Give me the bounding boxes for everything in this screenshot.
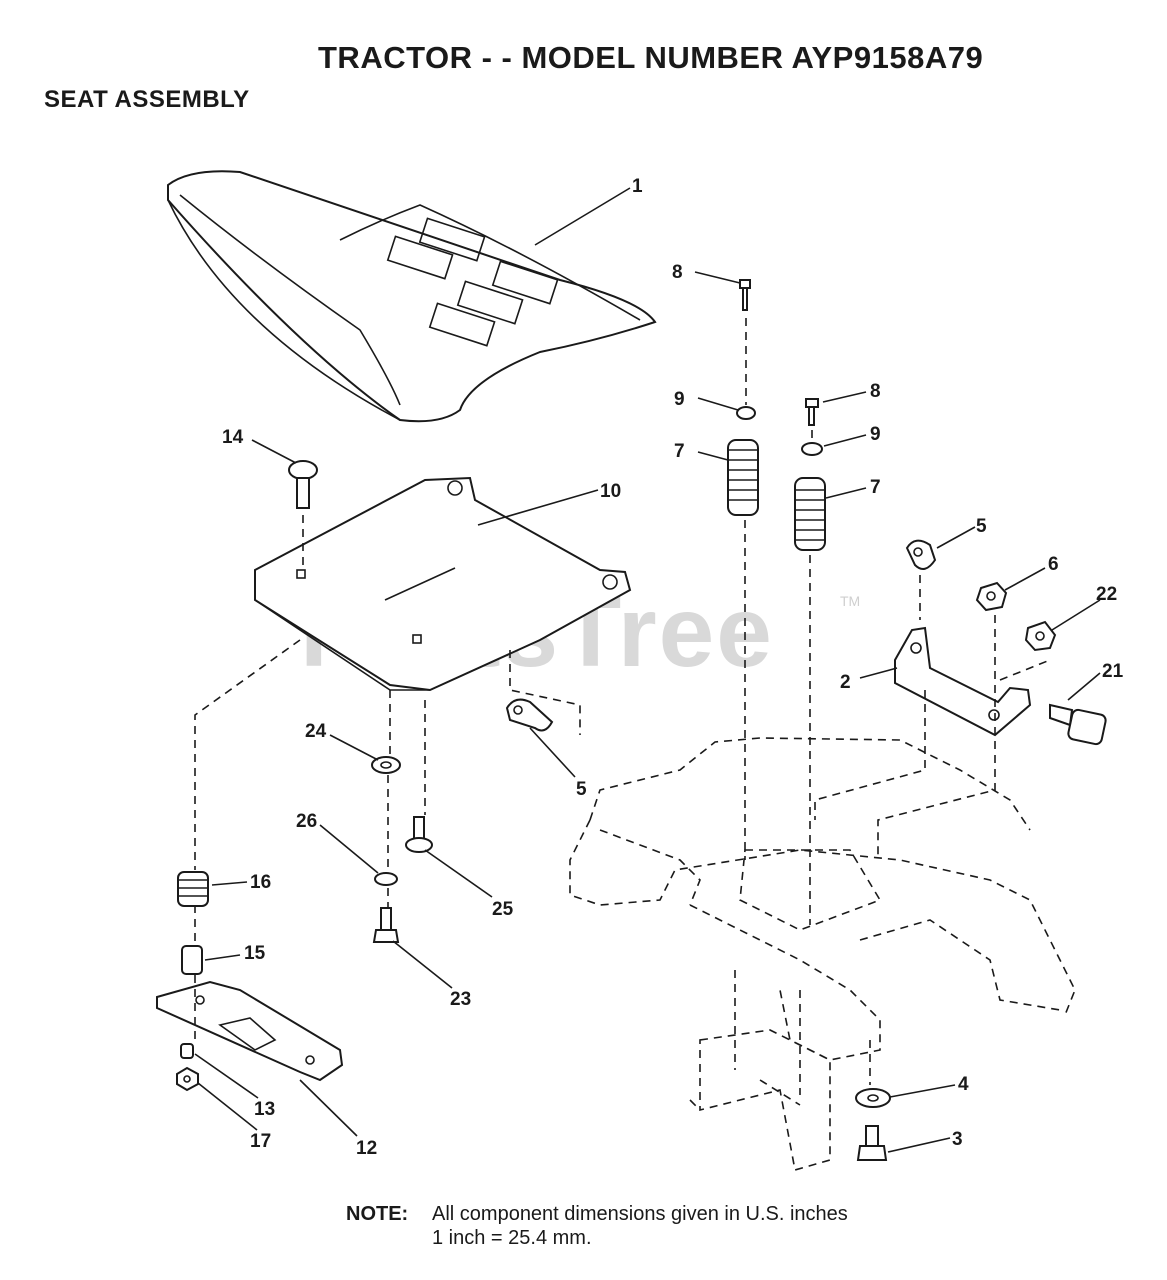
section-title: SEAT ASSEMBLY: [44, 86, 250, 113]
bolt-23-part: [372, 907, 400, 943]
dimension-note: NOTE: All component dimensions given in U…: [346, 1202, 848, 1250]
adjustment-plate-part: [156, 980, 344, 1082]
clip-right-part: [905, 539, 937, 570]
callout-1: 1: [632, 176, 643, 197]
alignment-lines: [194, 318, 1051, 1095]
callout-8b: 8: [870, 381, 881, 402]
callout-9b: 9: [870, 424, 881, 445]
shoulder-bolt-part: [1049, 703, 1107, 746]
spring-small-part: [177, 871, 209, 907]
callout-23: 23: [450, 989, 471, 1010]
callout-25: 25: [492, 899, 514, 920]
nut-part: [975, 581, 1008, 612]
callout-12: 12: [356, 1138, 377, 1159]
screw-right-part: [805, 398, 819, 426]
locknut-part: [1024, 620, 1057, 652]
spring-right-part: [794, 477, 826, 551]
washer-left-part: [736, 406, 756, 420]
callout-22: 22: [1096, 584, 1117, 605]
clip-left-part: [505, 698, 554, 732]
callout-21: 21: [1102, 661, 1124, 682]
callout-10: 10: [600, 481, 621, 502]
callout-15: 15: [244, 943, 266, 964]
callout-16: 16: [250, 872, 271, 893]
page-title: TRACTOR - - MODEL NUMBER AYP9158A79: [318, 40, 984, 75]
callout-8a: 8: [672, 262, 683, 283]
callout-7b: 7: [870, 477, 881, 498]
leader-lines: [194, 187, 1101, 1153]
callout-17: 17: [250, 1131, 271, 1152]
shoulder-screw-part: [405, 816, 433, 853]
washer-large-part: [855, 1088, 891, 1108]
washer-24-part: [371, 756, 401, 774]
lock-washer-part: [374, 872, 398, 886]
callout-5a: 5: [576, 779, 587, 800]
callout-13: 13: [254, 1099, 275, 1120]
callout-2: 2: [840, 672, 851, 693]
callout-4: 4: [958, 1074, 969, 1095]
small-spacer-part: [180, 1043, 194, 1059]
note-label: NOTE:: [346, 1203, 409, 1225]
flange-nut-part: [176, 1066, 199, 1092]
spacer-part: [181, 945, 203, 975]
callout-7a: 7: [674, 441, 685, 462]
note-line-1: All component dimensions given in U.S. i…: [432, 1203, 848, 1225]
note-line-2: 1 inch = 25.4 mm.: [432, 1227, 592, 1249]
hex-bolt-part: [856, 1125, 888, 1161]
fender-frame-outline: [569, 737, 1076, 1172]
callout-3: 3: [952, 1129, 963, 1150]
carriage-bolt-part: [288, 460, 318, 509]
callout-9a: 9: [674, 389, 685, 410]
seat-pan-part: [254, 476, 632, 692]
callout-26: 26: [296, 811, 317, 832]
seat-part: [167, 170, 657, 423]
callout-14: 14: [222, 427, 244, 448]
bracket-part: [894, 626, 1032, 737]
callout-24: 24: [305, 721, 327, 742]
spring-left-part: [727, 439, 759, 516]
washer-right-part: [801, 442, 823, 456]
screw-left-part: [739, 279, 751, 311]
trademark-mark: TM: [840, 593, 861, 609]
callout-5b: 5: [976, 516, 987, 537]
callout-numbers: 1 10 14 8 9 7 8 9 7 5 6 22 2 21 5 24 26 …: [222, 176, 1124, 1159]
callout-6: 6: [1048, 554, 1059, 575]
